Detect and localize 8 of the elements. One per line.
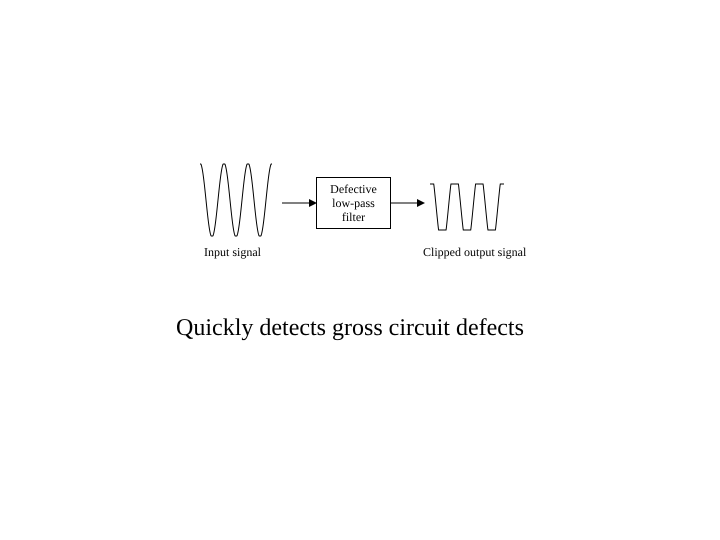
signal-label: Input signal [204,245,261,260]
filter-box: Defective low-pass filter [316,177,391,229]
waveform-drawing [198,163,274,237]
caption: Quickly detects gross circuit defects [175,315,525,342]
arrow [282,199,317,207]
signal-label: Clipped output signal [423,245,526,260]
waveform-drawing [428,183,506,231]
arrow [390,199,425,207]
